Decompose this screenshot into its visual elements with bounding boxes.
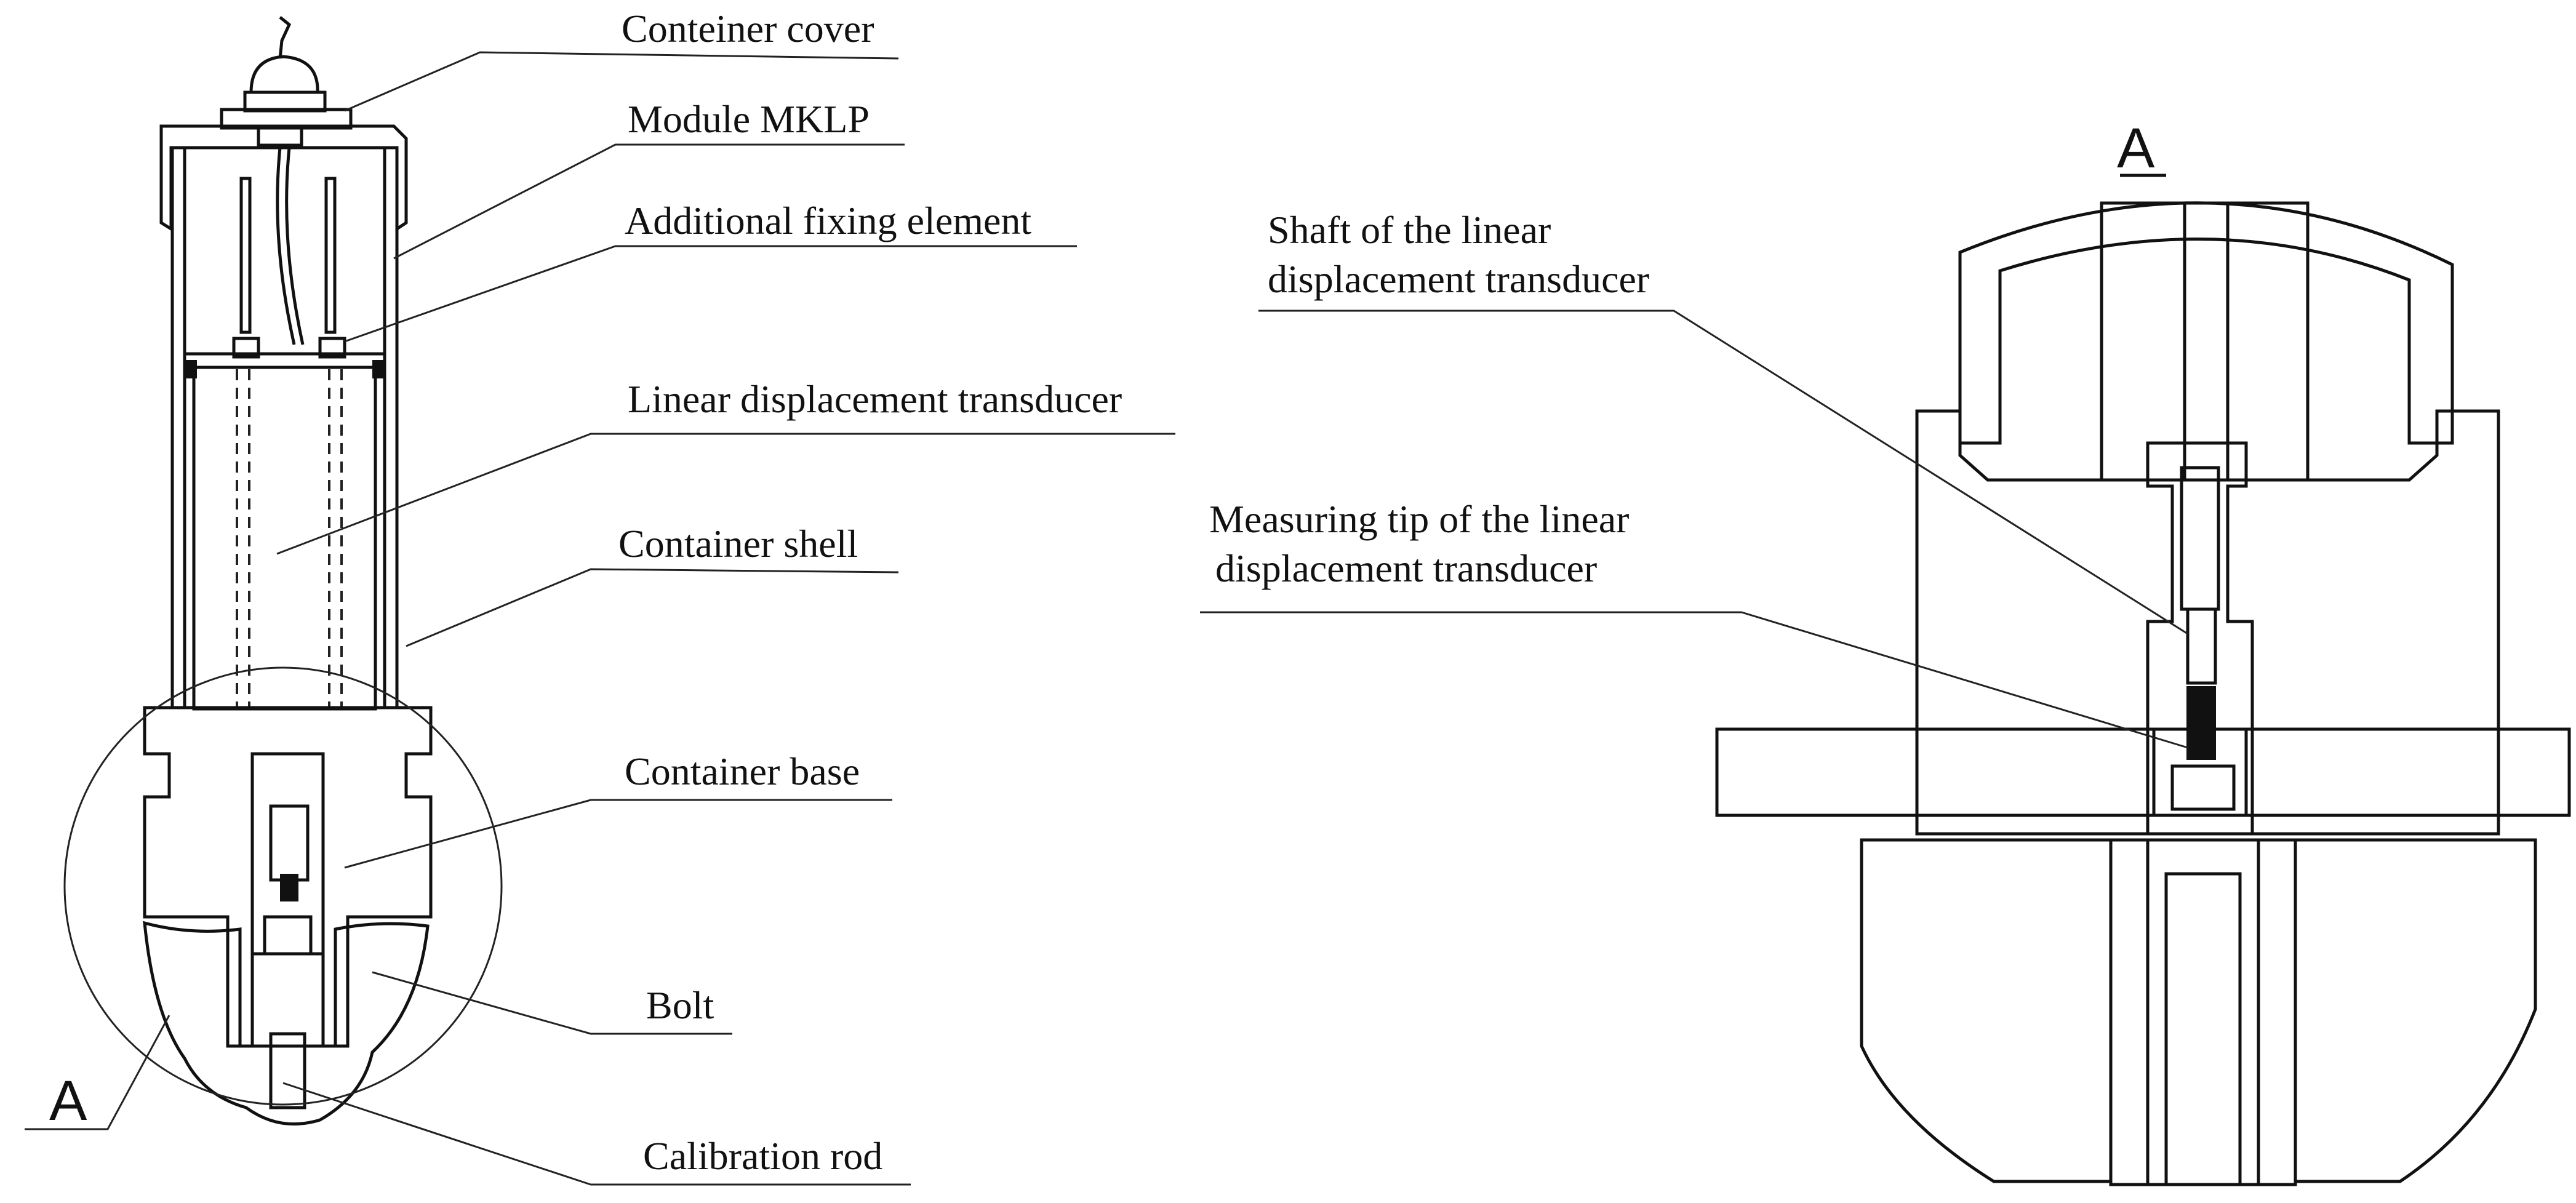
label-module-mklp: Module MKLP <box>628 97 870 141</box>
label-container-cover: Conteiner cover <box>622 7 874 50</box>
label-detail-marker-left: A <box>49 1069 87 1132</box>
left-leader-lines <box>25 51 1175 1186</box>
label-container-shell: Container shell <box>618 522 858 566</box>
left-labels: Conteiner cover Module MKLP Additional f… <box>49 7 1122 1178</box>
label-tip-line2: displacement transducer <box>1215 546 1597 590</box>
label-linear-transducer: Linear displacement transducer <box>628 377 1122 421</box>
detail-lower-left <box>1860 838 2113 1183</box>
container-base <box>143 706 433 1048</box>
detail-title: A <box>2117 117 2155 180</box>
fixing-element <box>183 337 386 378</box>
label-shaft-line1: Shaft of the linear <box>1268 208 1551 252</box>
container-shell <box>170 148 399 708</box>
label-shaft-line2: displacement transducer <box>1268 257 1649 301</box>
detail-lower-right <box>2294 838 2537 1183</box>
right-leader-lines <box>1200 310 2188 749</box>
right-labels: Shaft of the linear displacement transdu… <box>1209 208 1649 590</box>
bolt-and-rod <box>143 921 430 1126</box>
detail-upper-shell <box>1958 201 2454 445</box>
detail-a-view: A <box>1715 117 2571 1186</box>
container-cover <box>159 124 408 232</box>
label-container-base: Container base <box>625 749 860 793</box>
label-additional-fixing: Additional fixing element <box>625 199 1031 242</box>
detail-plate <box>1715 727 2571 817</box>
transducer-body <box>192 366 377 711</box>
detail-circle <box>63 666 503 1106</box>
label-bolt: Bolt <box>646 983 714 1027</box>
module-wires <box>239 147 337 345</box>
label-calibration-rod: Calibration rod <box>643 1134 882 1178</box>
detail-main-block <box>1915 409 2500 836</box>
container-assembly <box>63 16 503 1126</box>
label-tip-line1: Measuring tip of the linear <box>1209 497 1629 541</box>
